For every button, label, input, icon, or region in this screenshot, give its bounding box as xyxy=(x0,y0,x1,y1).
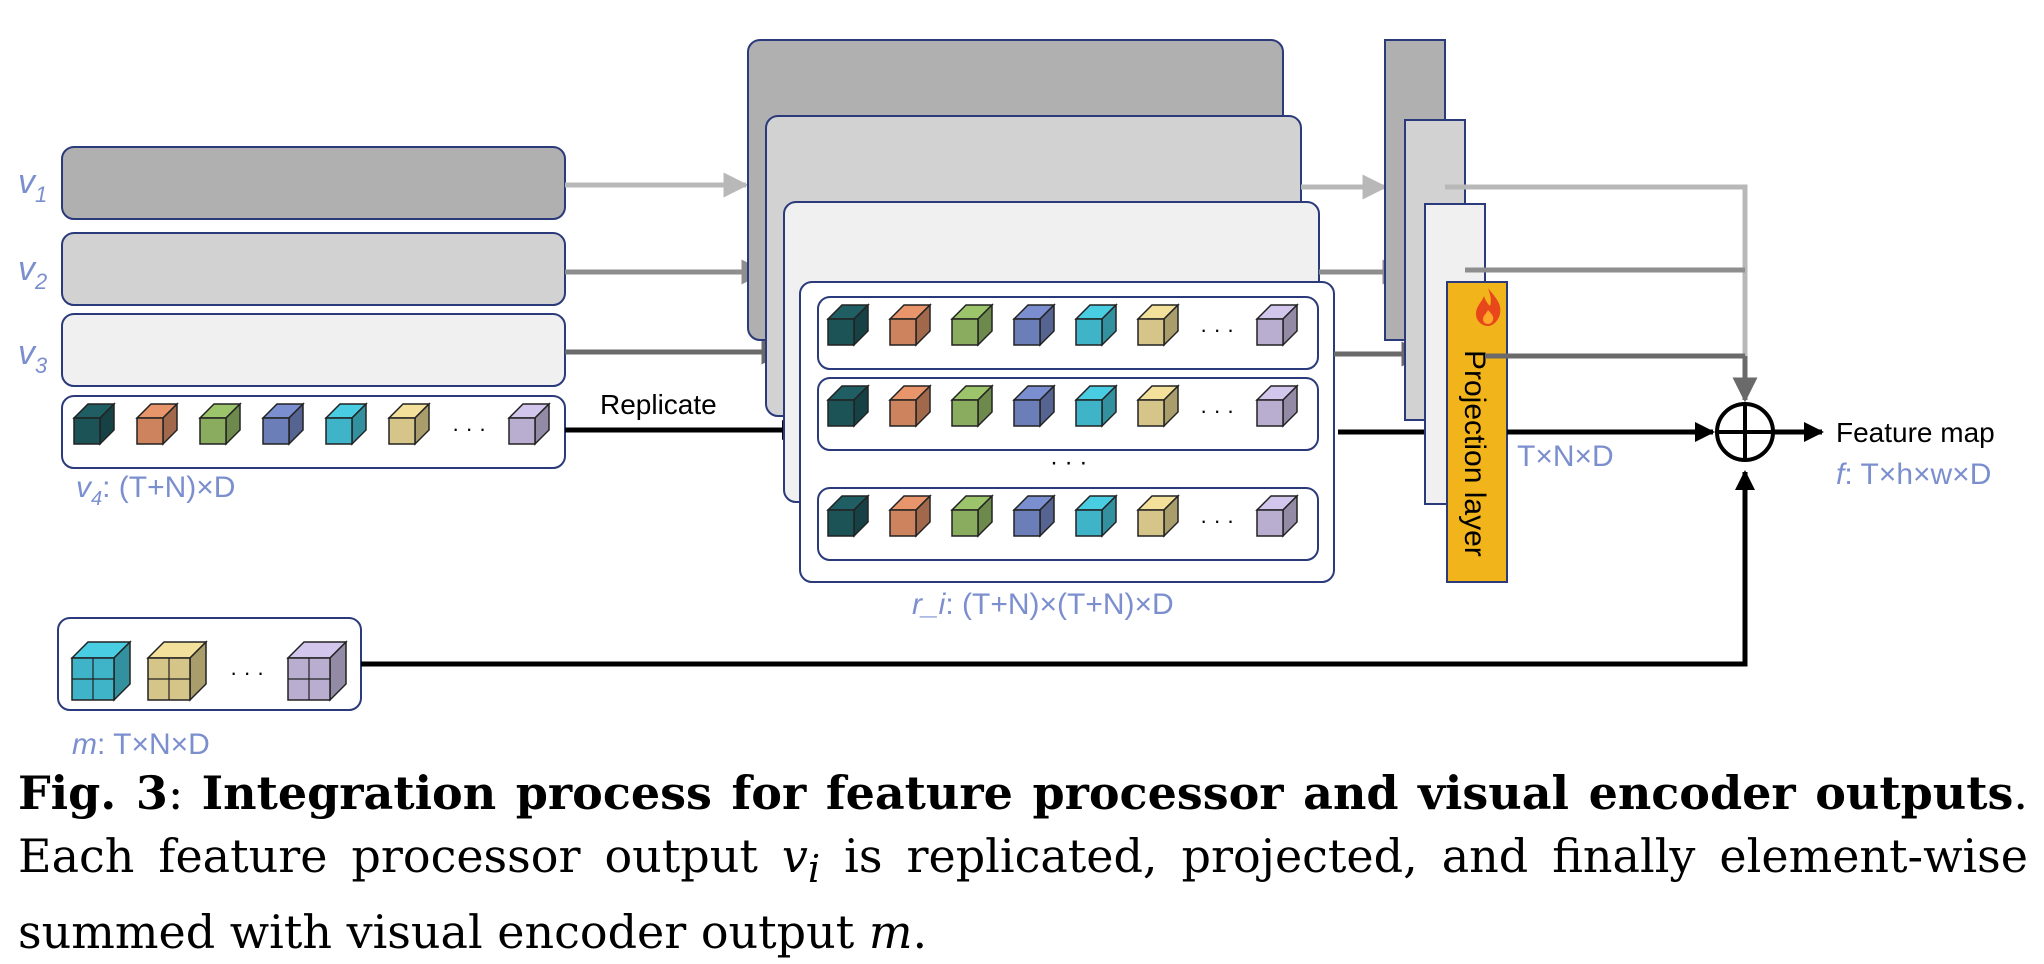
token-cube xyxy=(826,303,870,347)
token-cube xyxy=(1255,494,1299,538)
caption-var-v-sub: i xyxy=(807,847,821,893)
token-ellipsis: · · · xyxy=(452,416,486,441)
token-ellipsis: · · · xyxy=(1200,317,1234,342)
flame-icon xyxy=(1476,288,1501,326)
caption-title: Integration process for feature processo… xyxy=(201,766,2014,820)
v4-label: v4: (T+N)×D xyxy=(76,471,235,510)
projection-label: Projection layer xyxy=(1458,350,1491,557)
ri-token-rows: · · · · · · · · · xyxy=(826,303,1299,538)
token-cube xyxy=(1012,384,1056,428)
v2-bar xyxy=(61,232,566,306)
token-cube xyxy=(1136,494,1180,538)
token-cube xyxy=(888,384,932,428)
caption-body-c: . xyxy=(912,905,928,960)
caption-var-v: v xyxy=(781,829,808,883)
replicate-label: Replicate xyxy=(600,389,717,420)
token-cube xyxy=(826,384,870,428)
ri-vdots: · · · xyxy=(1050,449,1087,476)
ri-row-2 xyxy=(817,377,1319,451)
token-cube xyxy=(1136,303,1180,347)
m-token-row: · · · xyxy=(70,640,348,702)
caption-sep: : xyxy=(167,766,202,820)
token-cube xyxy=(888,494,932,538)
sum-line-1 xyxy=(1445,184,1748,388)
token-cube xyxy=(1074,494,1118,538)
ri-label: r_i: (T+N)×(T+N)×D xyxy=(912,588,1174,621)
v1-bar xyxy=(61,146,566,220)
token-cube xyxy=(135,402,179,446)
grid-token-cube xyxy=(70,640,132,702)
figure-caption: Fig. 3: Integration process for feature … xyxy=(18,762,2028,964)
token-cube xyxy=(1136,384,1180,428)
token-cube xyxy=(198,402,242,446)
token-cube xyxy=(1012,303,1056,347)
caption-fig-number: Fig. 3 xyxy=(18,766,168,820)
token-cube xyxy=(324,402,368,446)
projection-dims: T×N×D xyxy=(1517,440,1614,473)
token-cube xyxy=(950,494,994,538)
ri-row-1 xyxy=(817,296,1319,370)
token-cube xyxy=(950,384,994,428)
token-cube xyxy=(1012,494,1056,538)
v3-label: v3 xyxy=(18,334,48,378)
circled-plus-icon xyxy=(1715,402,1775,462)
caption-body-a: Each feature processor output xyxy=(18,829,782,883)
token-cube xyxy=(1255,384,1299,428)
feature-map-label: Feature map xyxy=(1836,417,1995,448)
m-label: m: T×N×D xyxy=(72,728,210,760)
ri-row-3 xyxy=(817,487,1319,561)
grid-token-cube xyxy=(146,640,208,702)
integration-diagram: · · · v1 v2 v3 v4: (T+N)×D Replicate · ·… xyxy=(18,39,1995,760)
v2-label: v2 xyxy=(18,250,47,294)
token-ellipsis: · · · xyxy=(1200,398,1234,423)
token-cube xyxy=(1074,303,1118,347)
caption-body-b: is replicated, projected, and finally el… xyxy=(18,829,2028,960)
token-cube xyxy=(387,402,431,446)
token-cube xyxy=(261,402,305,446)
v4-token-row: · · · xyxy=(72,402,551,446)
grid-token-cube xyxy=(286,640,348,702)
token-cube xyxy=(72,402,116,446)
token-cube xyxy=(507,402,551,446)
v1-label: v1 xyxy=(18,163,47,207)
token-cube xyxy=(826,494,870,538)
caption-var-m: m xyxy=(868,905,913,960)
m-ellipsis: · · · xyxy=(230,660,264,685)
token-cube xyxy=(888,303,932,347)
v3-bar xyxy=(61,313,566,387)
caption-period: . xyxy=(2013,766,2029,820)
token-cube xyxy=(1074,384,1118,428)
token-cube xyxy=(1255,303,1299,347)
token-ellipsis: · · · xyxy=(1200,508,1234,533)
projection-layer xyxy=(1446,281,1508,583)
f-label: f: T×h×w×D xyxy=(1836,458,1991,491)
token-cube xyxy=(950,303,994,347)
m-to-sum-arrow xyxy=(361,470,1755,667)
